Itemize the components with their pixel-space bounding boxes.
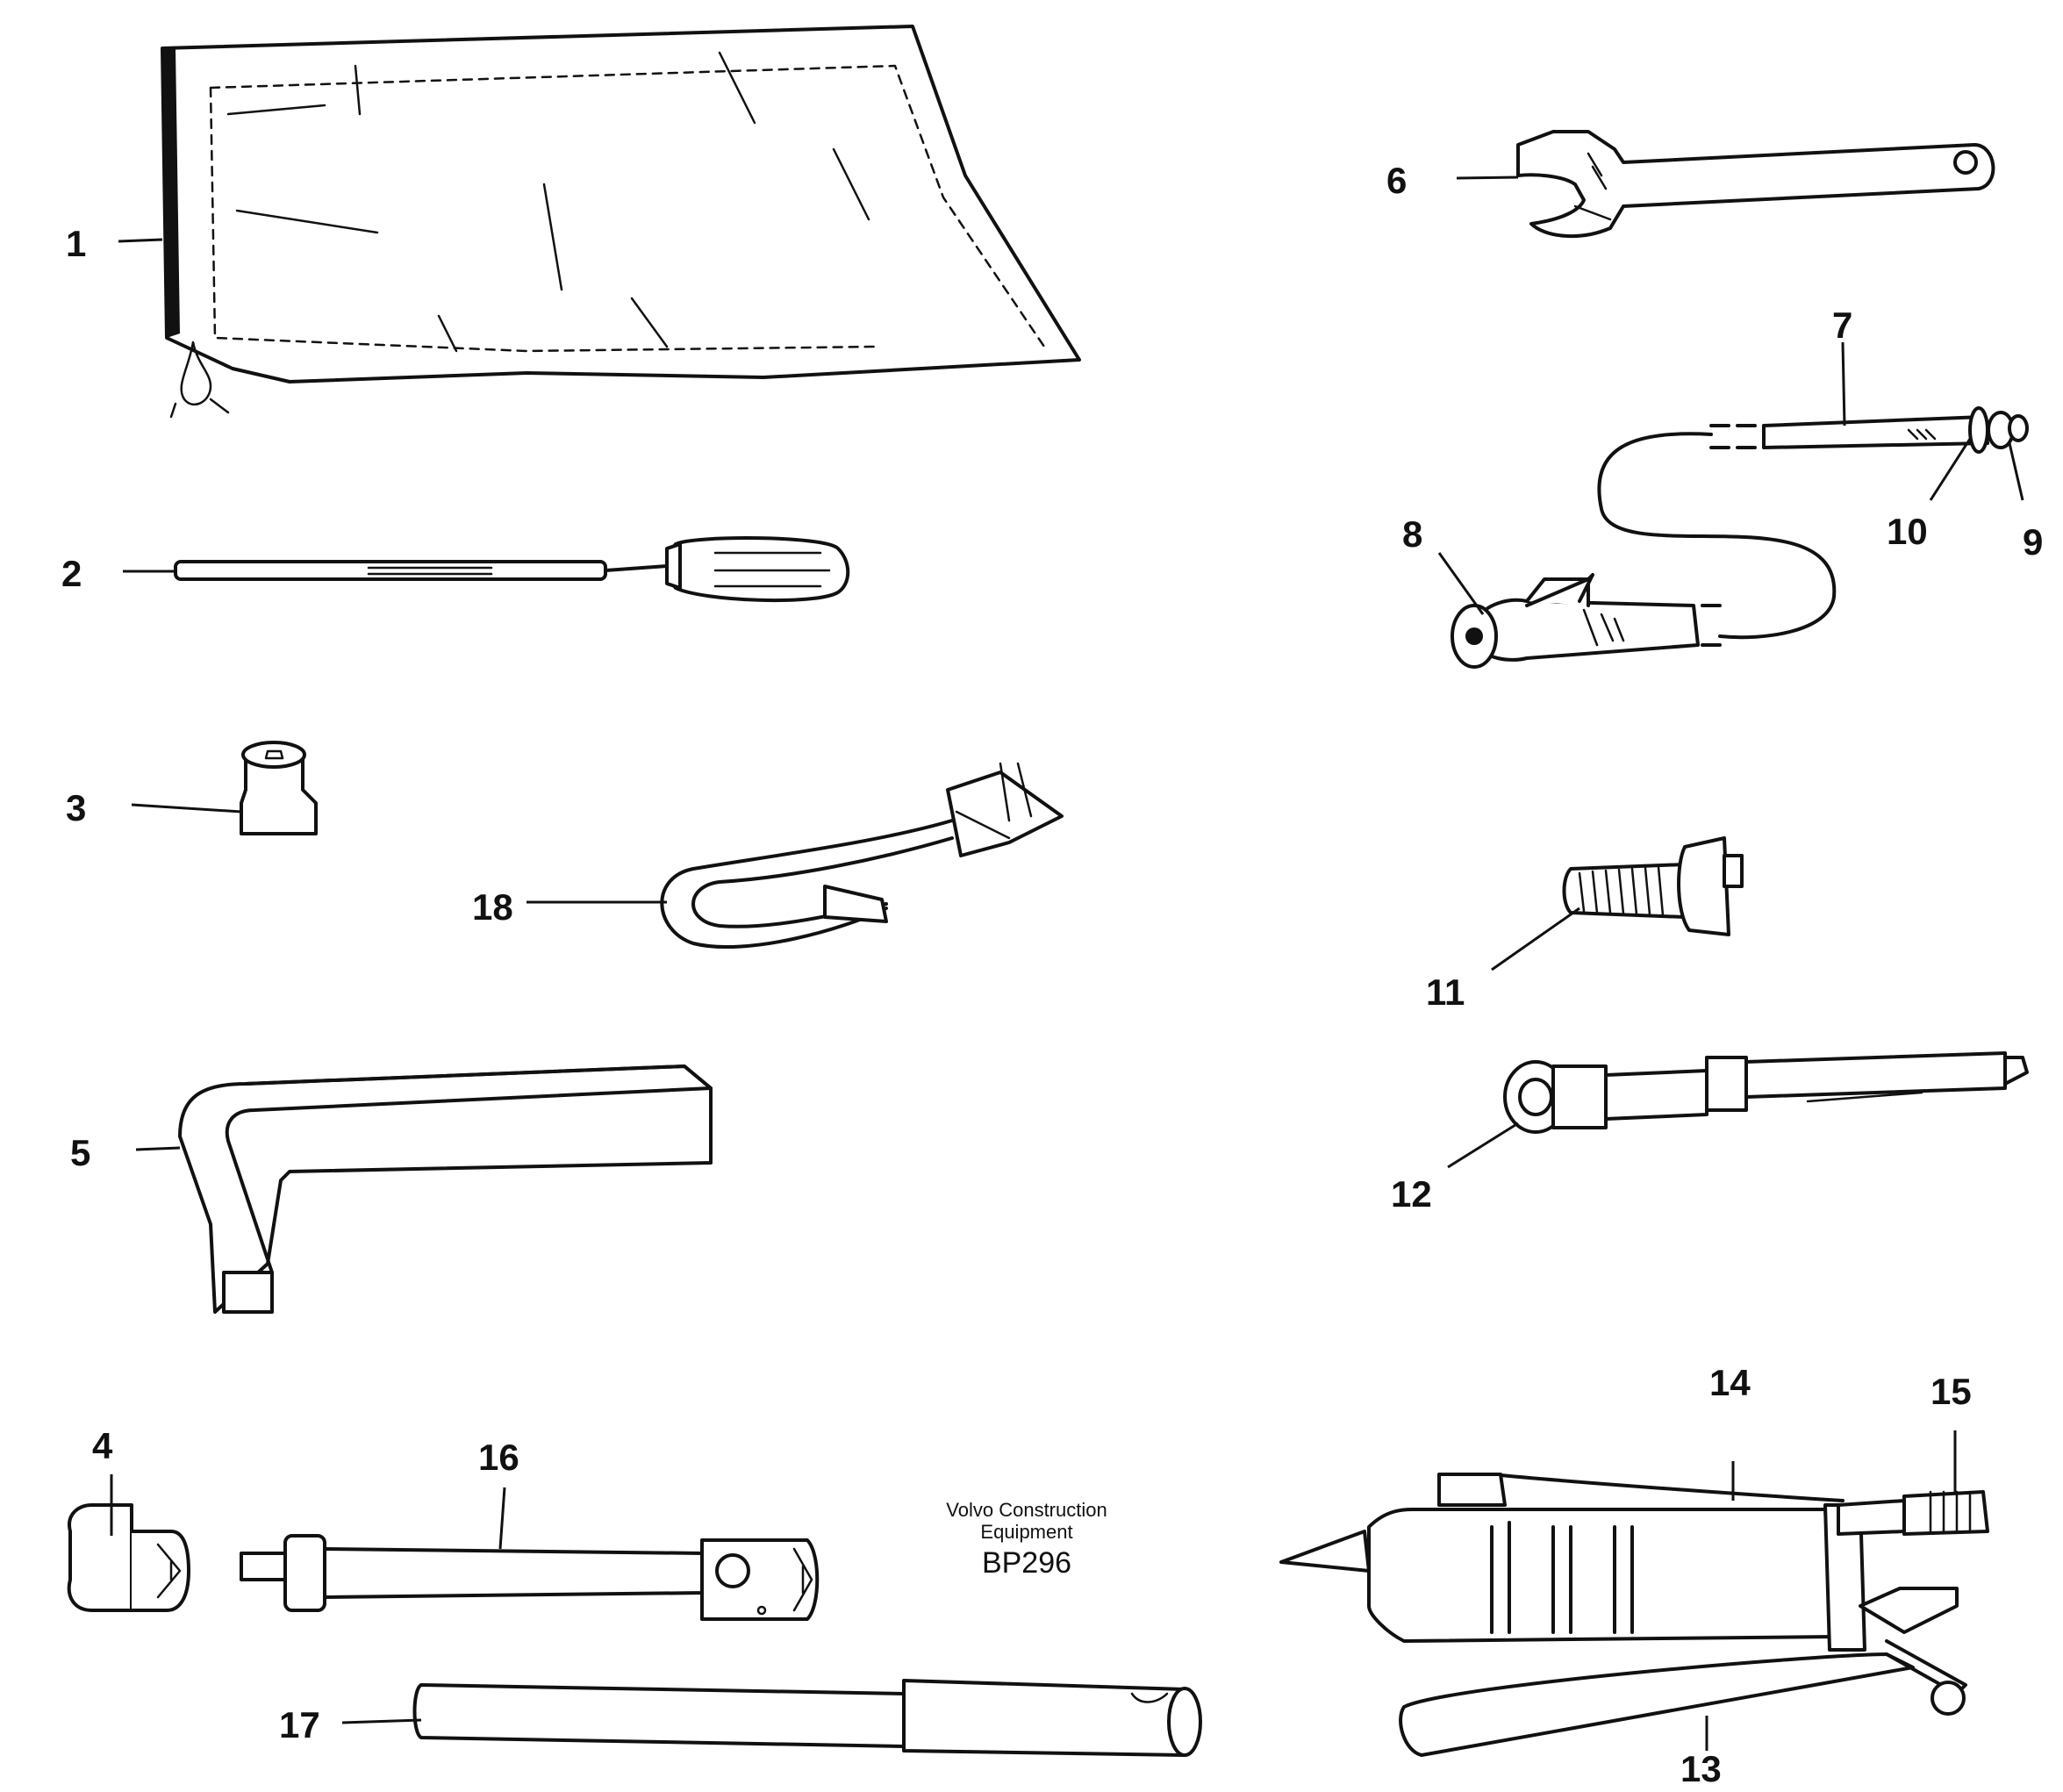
- strap-wrench: [660, 762, 1064, 950]
- callout-6: 6: [1386, 160, 1407, 201]
- callout-12: 12: [1391, 1173, 1432, 1215]
- caption-code: BP296: [982, 1546, 1071, 1580]
- callout-13: 13: [1680, 1748, 1722, 1789]
- callout-3: 3: [66, 787, 86, 828]
- hex-key: [178, 1064, 713, 1314]
- extension-bar: [240, 1534, 820, 1621]
- callout-18: 18: [472, 886, 513, 928]
- callout-15: 15: [1930, 1371, 1972, 1412]
- grease-gun: [1279, 1473, 1989, 1757]
- leader-lines: [110, 176, 2024, 1751]
- callout-2: 2: [61, 553, 82, 594]
- callout-11: 11: [1426, 971, 1465, 1013]
- tire-inflator: [1451, 406, 2029, 669]
- screwdriver: [174, 536, 850, 603]
- callout-8: 8: [1402, 513, 1422, 555]
- callout-9: 9: [2023, 521, 2043, 563]
- callout-17: 17: [279, 1704, 320, 1745]
- callout-16: 16: [478, 1437, 519, 1478]
- callout-1: 1: [66, 223, 86, 264]
- callout-numbers: 1 2 3 4 5 6 7 8 9 10 11 12 13 14 15 16 1…: [61, 160, 2043, 1789]
- callout-14: 14: [1709, 1362, 1751, 1403]
- diagram-caption: Volvo Construction Equipment BP296: [946, 1499, 1107, 1580]
- tube-handle: [412, 1679, 1202, 1757]
- callout-10: 10: [1887, 511, 1928, 552]
- caption-line-2: Equipment: [980, 1521, 1072, 1543]
- pressure-gauge: [1503, 1051, 2029, 1134]
- callout-4: 4: [92, 1425, 113, 1466]
- callout-7: 7: [1832, 305, 1852, 346]
- socket: [67, 1503, 190, 1612]
- caption-line-1: Volvo Construction: [946, 1499, 1107, 1521]
- small-socket: [240, 741, 318, 835]
- union-nipple: [1562, 836, 1744, 936]
- adjustable-wrench: [1516, 130, 1995, 239]
- tool-bag: [161, 25, 1081, 419]
- callout-5: 5: [70, 1132, 90, 1173]
